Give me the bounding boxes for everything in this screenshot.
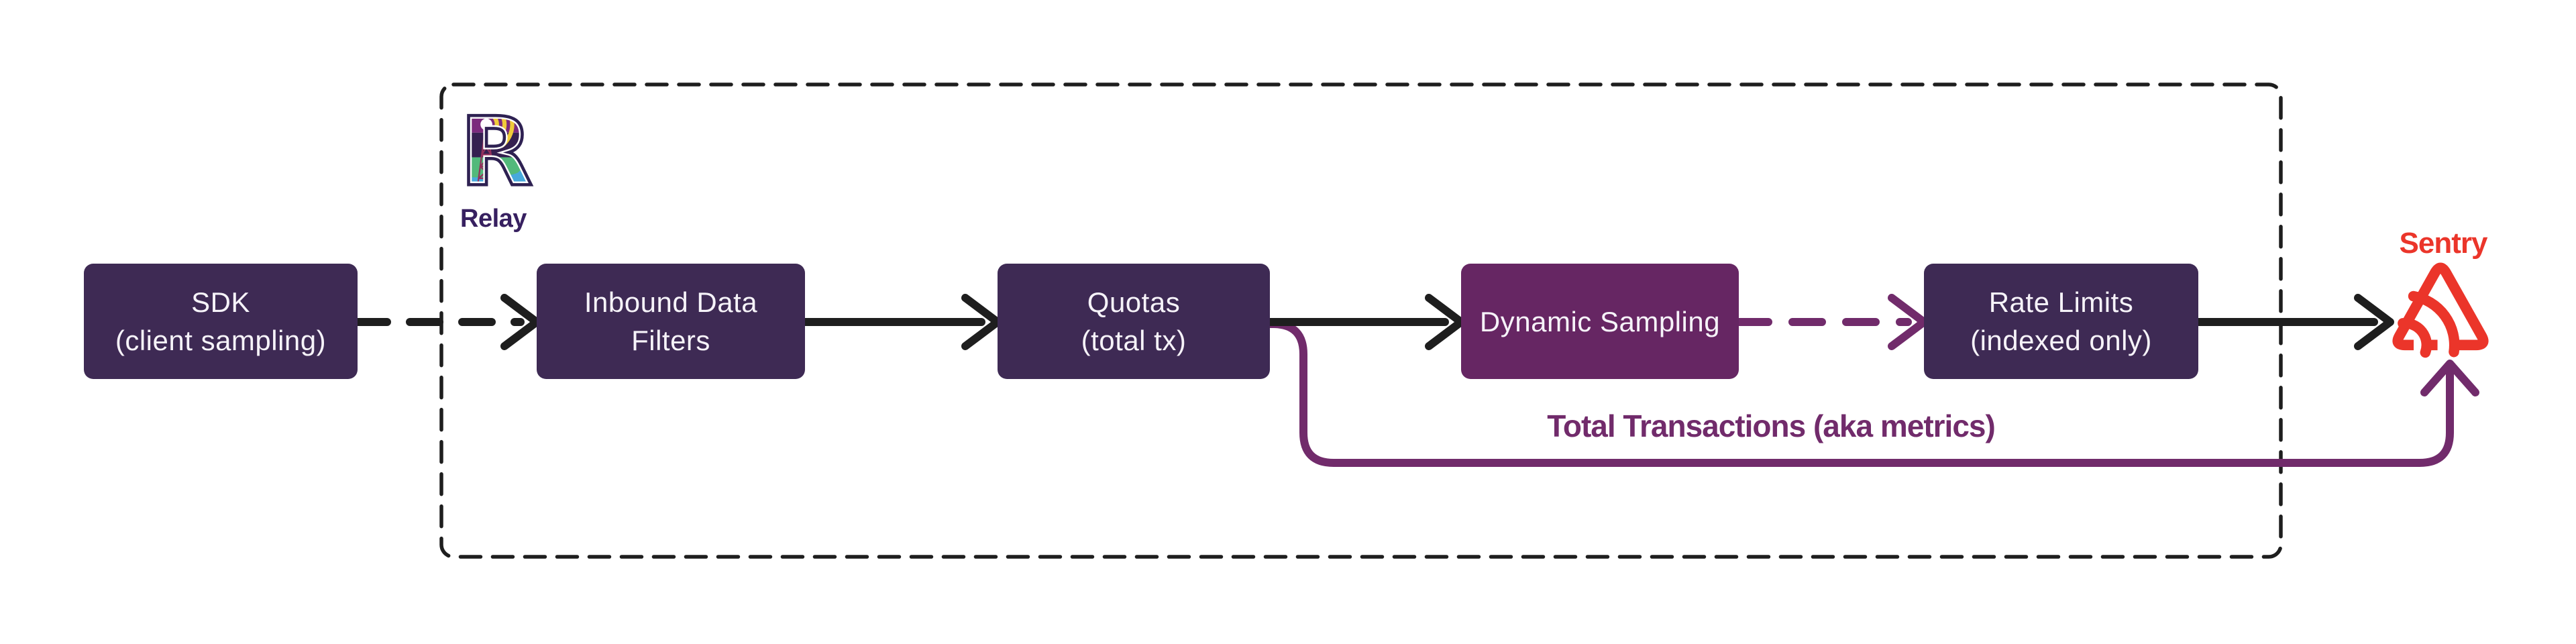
node-sdk: SDK (client sampling): [84, 264, 358, 379]
sentry-logo-icon: [2392, 262, 2489, 358]
node-inbound-data-filters: Inbound Data Filters: [537, 264, 805, 379]
node-quotas: Quotas (total tx): [998, 264, 1270, 379]
edge-quotas-to-sentry-arrowhead: [2420, 360, 2479, 396]
node-sdk-label-line1: SDK: [191, 286, 250, 318]
sentry-gap-2: [2437, 337, 2451, 354]
relay-signal-dot: [480, 118, 492, 131]
sentry-waves: [2398, 290, 2460, 358]
relay-label: Relay: [460, 205, 527, 233]
node-inbound-label-line2: Filters: [631, 325, 710, 356]
relay-signal-waves: [490, 101, 515, 148]
node-quotas-label-line1: Quotas: [1087, 286, 1181, 318]
sentry-label: Sentry: [2399, 227, 2488, 260]
relay-logo-inner-outline: R: [460, 99, 533, 205]
total-transactions-label: Total Transactions (aka metrics): [1547, 409, 1996, 443]
node-rate-limits: Rate Limits (indexed only): [1924, 264, 2198, 379]
node-dynamic-sampling: Dynamic Sampling: [1461, 264, 1739, 379]
node-inbound-label-line1: Inbound Data: [584, 286, 758, 318]
node-rate-limits-label-line1: Rate Limits: [1988, 286, 2134, 318]
edge-quotas-to-sentry-line: [1266, 320, 2454, 467]
node-rate-limits-label-line2: (indexed only): [1970, 325, 2152, 356]
edge-ratelimits-to-sentry-arrowhead: [2354, 294, 2394, 350]
relay-radio-tower: [476, 130, 496, 189]
sentry-triangle: [2392, 262, 2489, 351]
node-dynamic-sampling-label: Dynamic Sampling: [1479, 305, 1721, 337]
node-sdk-label-line2: (client sampling): [115, 325, 327, 356]
node-quotas-label-line2: (total tx): [1081, 325, 1187, 356]
relay-logo-scene: [451, 101, 542, 204]
relay-logo-outer-outline: R: [460, 99, 533, 205]
relay-logo-icon: R R R: [451, 99, 542, 205]
